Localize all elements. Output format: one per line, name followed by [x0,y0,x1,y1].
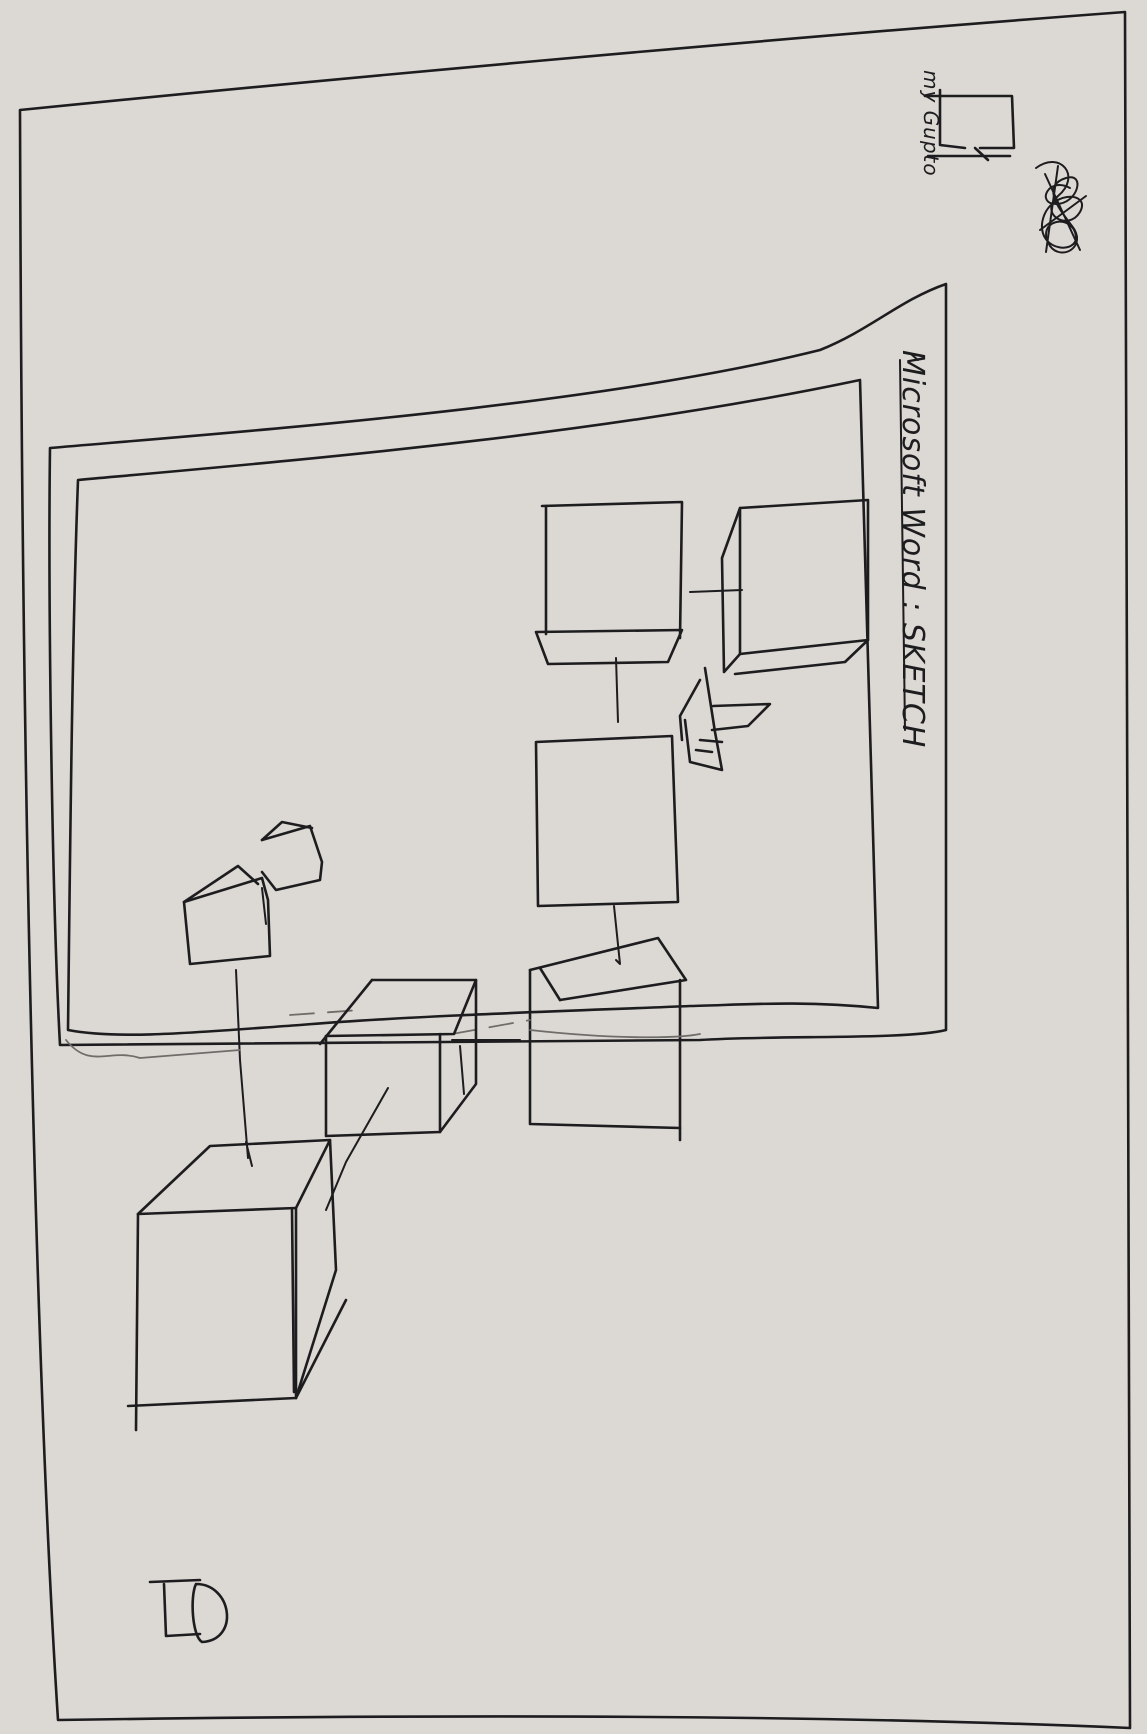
diagram-box-6 [184,866,270,964]
diagram-box-3 [536,736,678,906]
app-window-inner-frame [68,380,878,1035]
diagram-box-1 [536,502,742,664]
user-caption: my Gupto [919,70,943,177]
diagram-box-8 [128,1140,346,1430]
diagram-small-boxes [680,668,770,770]
connector-4 [326,1088,388,1210]
diagram-box-7 [262,822,322,890]
desktop-frame [20,12,1130,1728]
window-title: Microsoft Word : SKETCH [895,350,930,748]
connector-3 [236,970,252,1166]
connector-1 [616,658,618,722]
trash-can-icon[interactable] [150,1580,227,1642]
diagram-box-2 [722,500,868,674]
scribble-icon [1036,162,1086,253]
connector-2 [614,906,620,964]
diagram-box-5 [320,980,520,1136]
